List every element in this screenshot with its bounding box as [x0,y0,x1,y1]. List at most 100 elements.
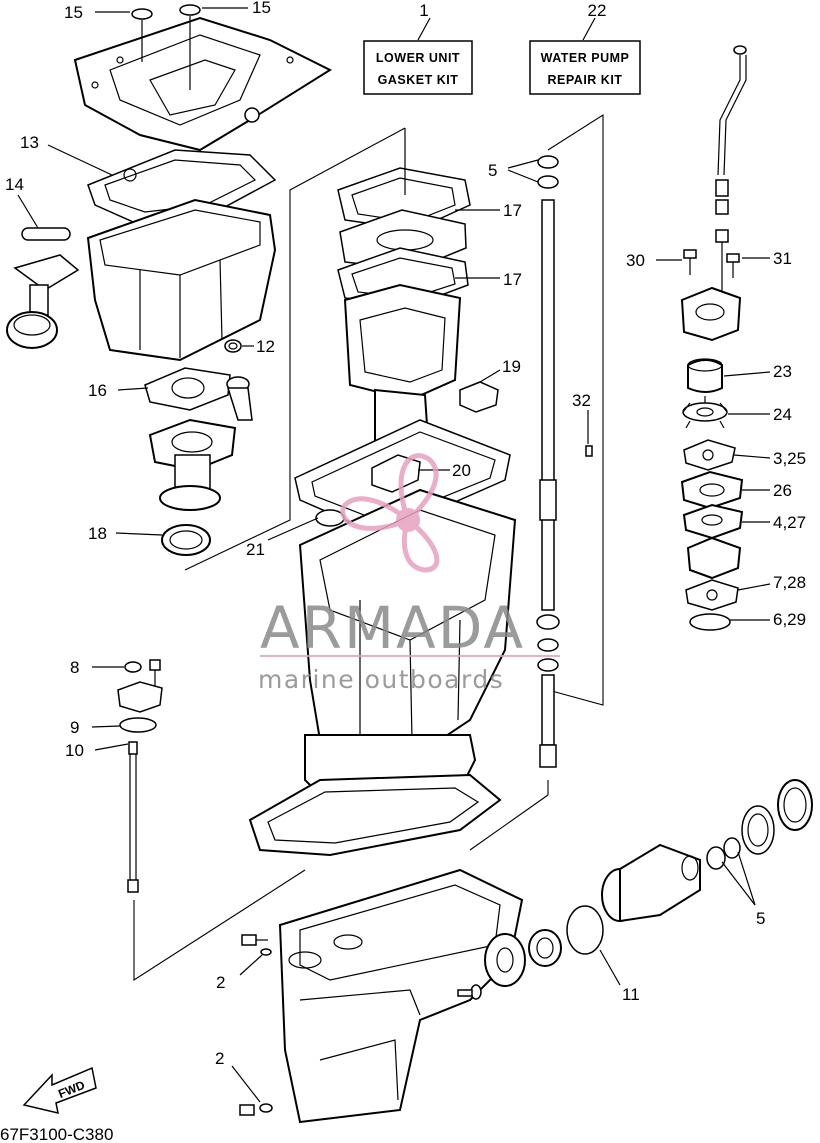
callout-15a: 15 [64,3,130,22]
svg-text:15: 15 [64,3,83,22]
gasket-17-lower [337,247,469,307]
drive-shaft [536,155,560,768]
svg-text:5: 5 [756,909,765,928]
callout-21: 21 [246,517,319,559]
seal-18 [161,524,211,556]
upper-casing [248,488,517,857]
svg-text:17: 17 [503,270,522,289]
impeller-24 [682,396,728,429]
callout-14: 14 [5,175,39,229]
water-tube-top-right [715,45,747,300]
callout-19: 19 [479,357,521,383]
svg-text:9: 9 [70,718,79,737]
pin-32 [585,445,593,457]
upper-housing-block [148,418,237,511]
callout-7-28: 7,28 [737,573,806,592]
watermark-name: ARMADA [260,594,525,662]
svg-text:4,27: 4,27 [773,513,806,532]
watermark-logo: ARMADA marine outboards [258,453,560,694]
callout-12: 12 [242,337,275,356]
upper-mount-plate [73,4,333,152]
svg-text:21: 21 [246,540,265,559]
water-tube [226,376,253,421]
callout-23: 23 [723,362,792,381]
callout-15b: 15 [202,0,271,17]
callout-32: 32 [572,391,591,444]
callout-13: 13 [20,133,113,176]
svg-text:11: 11 [622,985,640,1004]
gasket-4-27 [682,503,744,540]
bolt-2a [241,934,272,956]
svg-text:16: 16 [88,381,107,400]
seal-12 [224,339,242,353]
kit-title-line1: LOWER UNIT [376,51,460,65]
callout-16: 16 [88,381,149,400]
callout-11: 11 [599,949,640,1004]
kit-title-line1: WATER PUMP [541,51,630,65]
shift-rod-10 [127,741,139,893]
callout-2a: 2 [216,954,263,992]
svg-text:30: 30 [626,251,645,270]
svg-text:2: 2 [215,1049,224,1068]
plate-26 [680,470,744,510]
pump-base [686,536,742,580]
prop-shaft-gears [457,929,562,1000]
gasket-7-28 [685,579,739,611]
svg-text:8: 8 [70,658,79,677]
rubber-seal-19 [459,381,499,413]
svg-text:18: 18 [88,524,107,543]
ring-nut [777,779,813,831]
bolt-31 [726,253,740,278]
kit-box-lower-unit-gasket: 1 LOWER UNIT GASKET KIT [363,1,473,95]
group-outline-lines [133,113,604,982]
bolt-30 [683,249,697,275]
svg-text:31: 31 [773,249,792,268]
svg-text:6,29: 6,29 [773,610,806,629]
svg-text:19: 19 [502,357,521,376]
diagram-code: 67F3100-C380 [0,1125,113,1143]
callout-6-29: 6,29 [730,610,806,629]
svg-text:10: 10 [65,741,84,760]
callout-5b: 5 [721,851,765,928]
callout-2b: 2 [215,1049,261,1103]
insert-cartridge-23 [687,358,723,393]
callout-8: 8 [70,658,124,677]
shift-rod-bushing-8 [117,659,163,713]
gasket-17-upper [337,128,471,231]
svg-text:32: 32 [572,391,591,410]
callout-30: 30 [626,251,682,270]
svg-text:20: 20 [452,461,471,480]
svg-text:26: 26 [773,481,792,500]
bolt-2b [239,1103,273,1116]
o-ring-6-29 [689,613,731,631]
fwd-arrow: FWD [22,1066,97,1114]
svg-text:3,25: 3,25 [773,449,806,468]
svg-text:12: 12 [256,337,275,356]
callout-3-25: 3,25 [733,449,806,468]
kit-number: 1 [419,1,428,20]
callout-18: 18 [88,524,163,543]
svg-text:14: 14 [5,175,24,194]
watermark-tagline: marine outboards [258,665,504,694]
svg-text:15: 15 [252,0,271,17]
kit-box-water-pump-repair: 22 WATER PUMP REPAIR KIT [529,1,641,95]
svg-text:7,28: 7,28 [773,573,806,592]
callout-10: 10 [65,741,129,760]
svg-text:13: 13 [20,133,39,152]
callout-26: 26 [742,481,792,500]
svg-text:5: 5 [488,161,497,180]
svg-text:24: 24 [773,405,792,424]
svg-text:23: 23 [773,362,792,381]
callout-4-27: 4,27 [742,513,806,532]
exhaust-guide [343,283,462,452]
callout-17b: 17 [455,270,522,289]
kit-title-line2: REPAIR KIT [548,73,623,87]
gasket-16 [144,367,231,411]
lock-washer-ring [741,805,775,855]
o-ring-11 [566,905,604,955]
callout-24: 24 [728,405,792,424]
oil-strainer [6,254,80,349]
kit-number: 22 [588,1,607,20]
o-ring-14 [21,227,71,241]
